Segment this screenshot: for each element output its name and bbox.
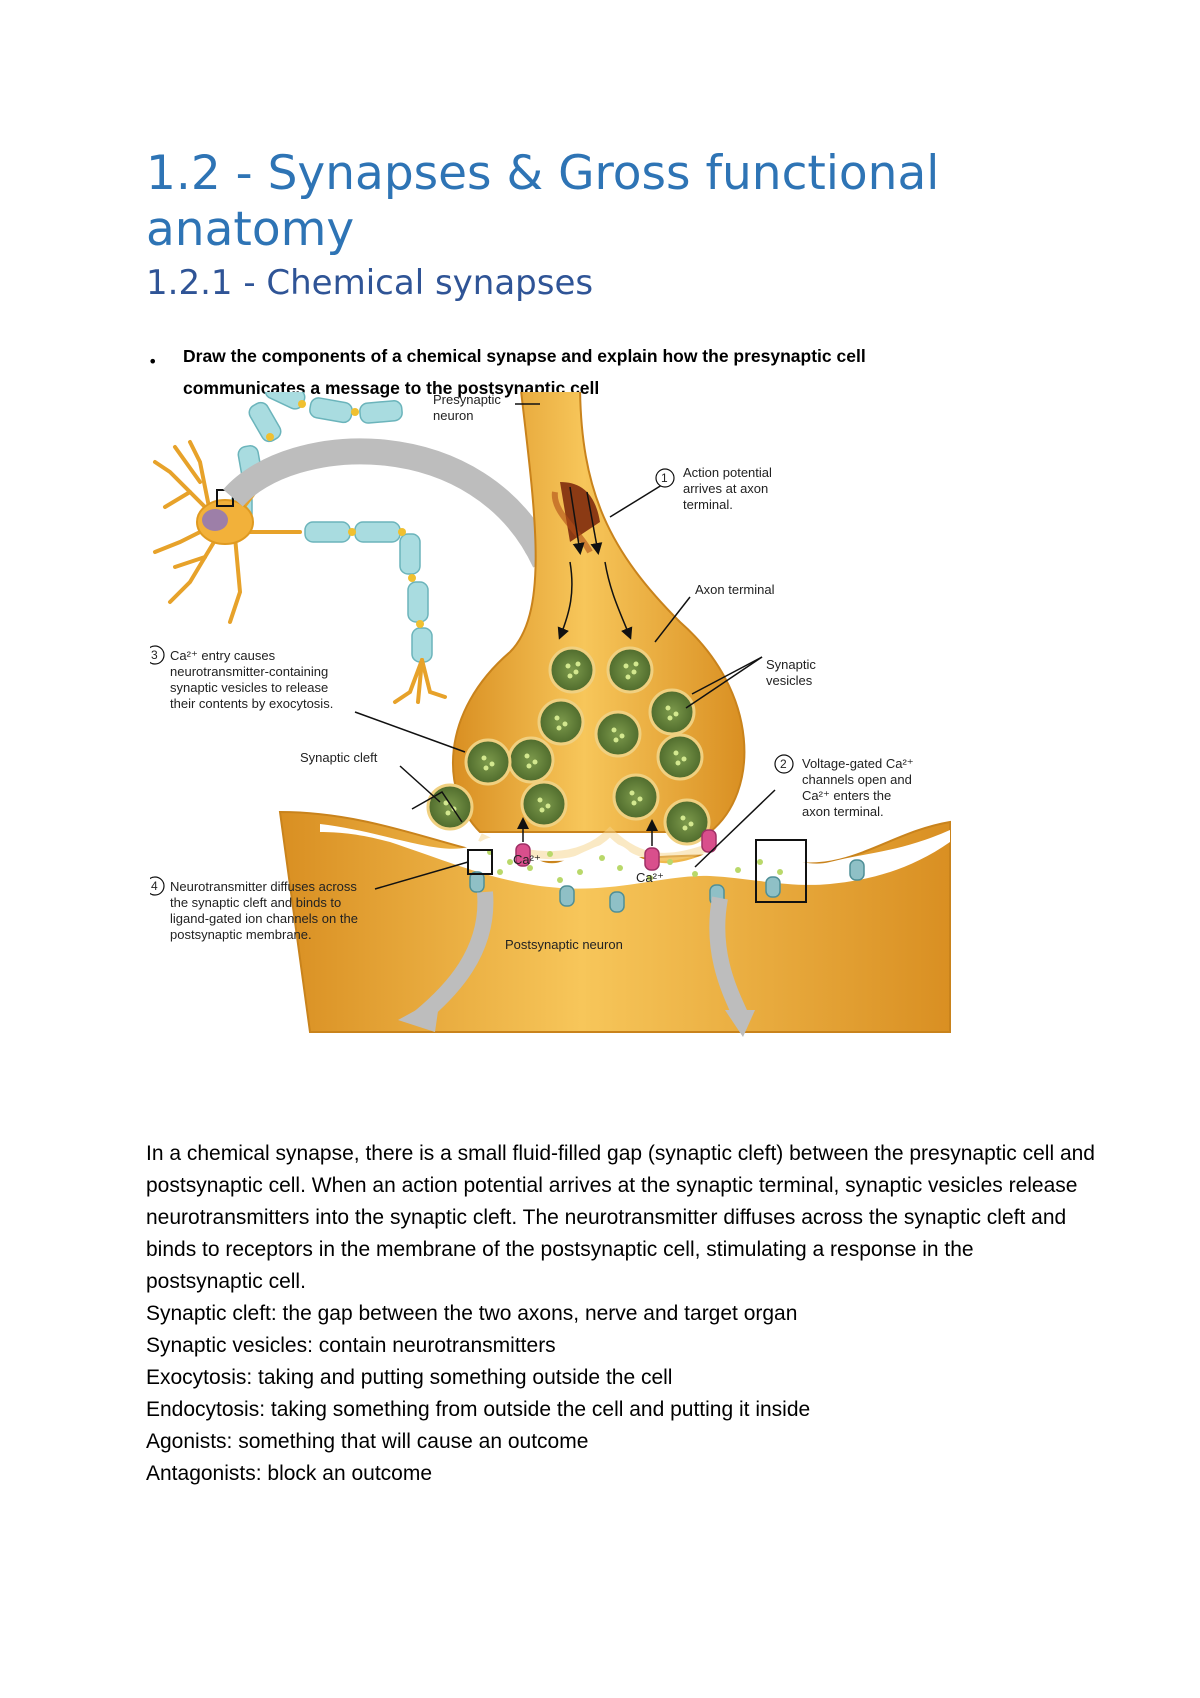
- svg-text:Ca²⁺ enters the: Ca²⁺ enters the: [802, 788, 891, 803]
- svg-text:neuron: neuron: [433, 408, 473, 423]
- label-axon-terminal: Axon terminal: [695, 582, 775, 597]
- body-text: In a chemical synapse, there is a small …: [146, 1138, 1096, 1490]
- label-step-2: 2 Voltage-gated Ca²⁺ channels open and C…: [774, 754, 914, 819]
- definition-agonists: Agonists: something that will cause an o…: [146, 1430, 589, 1453]
- svg-text:neurotransmitter-containing: neurotransmitter-containing: [170, 664, 328, 679]
- svg-text:terminal.: terminal.: [683, 497, 733, 512]
- svg-text:vesicles: vesicles: [766, 673, 813, 688]
- page-title: 1.2 - Synapses & Gross functional anatom…: [146, 146, 940, 257]
- bullet-instruction: Draw the components of a chemical synaps…: [183, 346, 866, 398]
- definition-antagonists: Antagonists: block an outcome: [146, 1462, 433, 1485]
- svg-text:Ca²⁺: Ca²⁺: [636, 870, 664, 885]
- zoom-arrows: [398, 891, 755, 1037]
- bullet-marker-icon: •: [148, 352, 158, 371]
- svg-text:Presynaptic: Presynaptic: [433, 392, 501, 407]
- definition-endocytosis: Endocytosis: taking something from outsi…: [146, 1398, 811, 1421]
- svg-text:Neurotransmitter diffuses acro: Neurotransmitter diffuses across: [170, 879, 357, 894]
- definition-exocytosis: Exocytosis: taking and putting something…: [146, 1366, 673, 1389]
- svg-text:channels open and: channels open and: [802, 772, 912, 787]
- label-step-3: 3 Ca²⁺ entry causes neurotransmitter-con…: [150, 645, 333, 711]
- label-synaptic-vesicles: Synaptic vesicles: [766, 657, 816, 688]
- label-step-4: 4 Neurotransmitter diffuses across the s…: [150, 876, 358, 942]
- svg-text:Action potential: Action potential: [683, 465, 772, 480]
- svg-text:their contents by exocytosis.: their contents by exocytosis.: [170, 696, 333, 711]
- svg-text:Axon terminal: Axon terminal: [695, 582, 775, 597]
- svg-text:arrives at axon: arrives at axon: [683, 481, 768, 496]
- synaptic-cleft: [320, 824, 950, 889]
- explanation-paragraph: In a chemical synapse, there is a small …: [146, 1142, 1095, 1293]
- svg-text:ligand-gated ion channels on t: ligand-gated ion channels on the: [170, 911, 358, 926]
- neuron-overview: [153, 392, 570, 704]
- svg-text:Voltage-gated Ca²⁺: Voltage-gated Ca²⁺: [802, 756, 914, 771]
- label-postsynaptic: Postsynaptic neuron: [505, 937, 623, 952]
- svg-text:3: 3: [151, 648, 158, 662]
- svg-text:4: 4: [151, 879, 158, 893]
- chemical-synapse-diagram: Presynaptic neuron 1 Action potential ar…: [150, 392, 951, 1037]
- label-synaptic-cleft: Synaptic cleft: [300, 750, 378, 765]
- svg-text:Ca²⁺ entry causes: Ca²⁺ entry causes: [170, 648, 276, 663]
- label-presynaptic: Presynaptic neuron: [433, 392, 501, 423]
- synaptic-vesicles: [426, 646, 783, 883]
- label-step-1: 1 Action potential arrives at axon termi…: [655, 465, 772, 512]
- svg-text:axon terminal.: axon terminal.: [802, 804, 884, 819]
- svg-text:Ca²⁺: Ca²⁺: [513, 852, 541, 867]
- svg-text:postsynaptic membrane.: postsynaptic membrane.: [170, 927, 312, 942]
- callout-lines: [354, 403, 776, 890]
- svg-text:the synaptic cleft and binds t: the synaptic cleft and binds to: [170, 895, 341, 910]
- definition-synaptic-cleft: Synaptic cleft: the gap between the two …: [146, 1302, 798, 1325]
- svg-text:1: 1: [661, 471, 668, 485]
- svg-text:Synaptic: Synaptic: [766, 657, 816, 672]
- label-calcium: Ca²⁺ Ca²⁺: [513, 852, 664, 885]
- action-potential-arrows: [557, 486, 633, 640]
- svg-text:Postsynaptic neuron: Postsynaptic neuron: [505, 937, 623, 952]
- svg-text:2: 2: [780, 757, 787, 771]
- ion-channels: [467, 817, 865, 913]
- svg-text:Synaptic cleft: Synaptic cleft: [300, 750, 378, 765]
- definition-synaptic-vesicles: Synaptic vesicles: contain neurotransmit…: [146, 1334, 556, 1357]
- svg-text:synaptic vesicles to release: synaptic vesicles to release: [170, 680, 328, 695]
- section-heading: 1.2.1 - Chemical synapses: [146, 263, 594, 303]
